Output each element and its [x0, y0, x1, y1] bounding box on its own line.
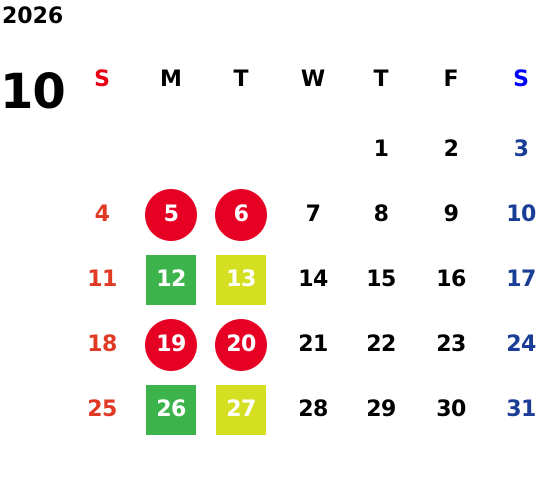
day-cell-23: 23 — [436, 332, 466, 357]
day-cell-3: 3 — [513, 137, 529, 162]
day-cell-20: 20 — [215, 319, 267, 371]
day-cell-29: 29 — [366, 397, 396, 422]
day-cell-10: 10 — [506, 202, 536, 227]
weekday-sat: S — [513, 67, 529, 92]
day-cell-16: 16 — [436, 267, 466, 292]
day-cell-31: 31 — [506, 397, 536, 422]
weekday-sun: S — [94, 67, 110, 92]
day-cell-2: 2 — [443, 137, 459, 162]
day-cell-22: 22 — [366, 332, 396, 357]
day-cell-30: 30 — [436, 397, 466, 422]
day-cell-27: 27 — [216, 385, 266, 435]
day-cell-6: 6 — [215, 189, 267, 241]
weekday-wed: W — [300, 67, 326, 92]
day-cell-7: 7 — [305, 202, 321, 227]
day-cell-13: 13 — [216, 255, 266, 305]
day-cell-9: 9 — [443, 202, 459, 227]
day-cell-25: 25 — [87, 397, 117, 422]
day-cell-26: 26 — [146, 385, 196, 435]
day-cell-5: 5 — [145, 189, 197, 241]
day-cell-8: 8 — [373, 202, 389, 227]
day-cell-21: 21 — [298, 332, 328, 357]
day-cell-28: 28 — [298, 397, 328, 422]
weekday-tue: T — [233, 67, 249, 92]
day-cell-4: 4 — [94, 202, 110, 227]
weekday-thu: T — [373, 67, 389, 92]
day-cell-15: 15 — [366, 267, 396, 292]
day-cell-14: 14 — [298, 267, 328, 292]
day-cell-17: 17 — [506, 267, 536, 292]
year-label: 2026 — [2, 4, 64, 29]
day-cell-1: 1 — [373, 137, 389, 162]
day-cell-24: 24 — [506, 332, 536, 357]
day-cell-11: 11 — [87, 267, 117, 292]
weekday-mon: M — [160, 67, 182, 92]
weekday-fri: F — [443, 67, 459, 92]
day-cell-18: 18 — [87, 332, 117, 357]
day-cell-19: 19 — [145, 319, 197, 371]
month-label: 10 — [0, 64, 66, 120]
day-cell-12: 12 — [146, 255, 196, 305]
